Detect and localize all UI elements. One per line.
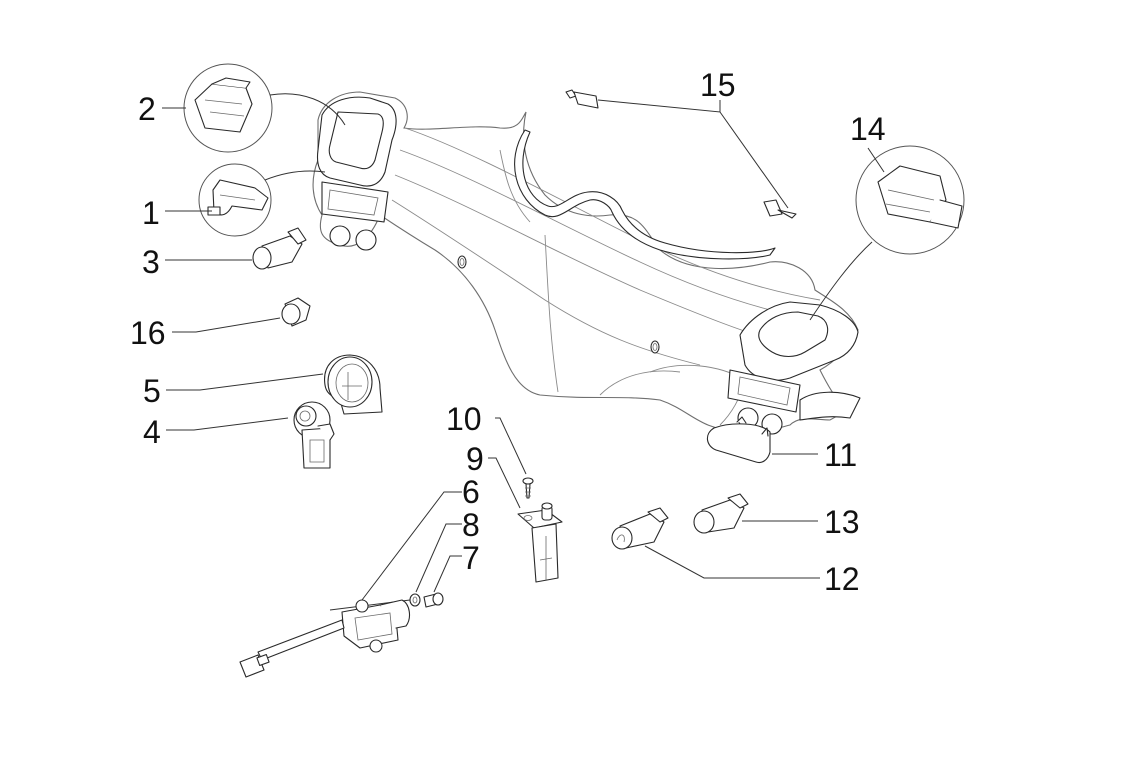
part-11-cover-cap	[706, 416, 771, 464]
callout-6: 6	[361, 474, 480, 601]
callout-9: 9	[466, 441, 521, 509]
callout-7: 7	[433, 540, 480, 593]
part-16-plug-cap	[281, 297, 311, 327]
callout-label-14: 14	[850, 111, 886, 147]
right-switch-housing	[727, 301, 861, 435]
part-15-bulbs	[565, 89, 797, 219]
part-5-lock-housing	[324, 354, 383, 415]
part-3-push-button	[252, 227, 307, 270]
part-14-rocker-switch-detail	[809, 145, 965, 321]
callout-12: 12	[644, 545, 860, 597]
callout-16: 16	[130, 315, 281, 351]
callout-label-10: 10	[446, 401, 482, 437]
part-9-plunger-switch	[517, 502, 563, 583]
part-10-screw	[522, 477, 534, 499]
callout-label-15: 15	[700, 67, 736, 103]
part-8-washer	[409, 593, 421, 607]
callout-label-7: 7	[462, 540, 480, 576]
callout-label-6: 6	[462, 474, 480, 510]
part-6-actuator-assembly	[239, 599, 411, 678]
callout-15: 15	[597, 67, 789, 209]
part-12-push-button	[611, 507, 669, 550]
part-13-push-button	[693, 493, 749, 534]
callout-label-2: 2	[138, 91, 156, 127]
callout-label-12: 12	[824, 561, 860, 597]
callout-13: 13	[742, 504, 860, 540]
callout-label-9: 9	[466, 441, 484, 477]
callout-label-16: 16	[130, 315, 166, 351]
callout-8: 8	[415, 507, 480, 593]
callout-10: 10	[446, 401, 527, 475]
callout-label-5: 5	[143, 373, 161, 409]
part-2-rocker-switch-detail	[183, 63, 346, 153]
callout-label-11: 11	[824, 437, 857, 473]
callout-label-3: 3	[142, 244, 160, 280]
callout-14: 14	[850, 111, 886, 173]
handlebar-cover-body	[312, 91, 859, 435]
callout-3: 3	[142, 244, 252, 280]
callout-label-8: 8	[462, 507, 480, 543]
part-7-screw	[423, 592, 444, 608]
callout-label-1: 1	[142, 195, 160, 231]
callout-label-4: 4	[143, 414, 161, 450]
callout-2: 2	[138, 91, 186, 127]
callout-11: 11	[772, 437, 857, 473]
callout-4: 4	[143, 414, 289, 450]
part-4-lock-barrel	[293, 401, 335, 469]
callout-5: 5	[143, 373, 324, 409]
part-1-small-switch-detail	[198, 163, 326, 237]
left-switch-housing	[316, 96, 397, 251]
callout-label-13: 13	[824, 504, 860, 540]
callout-1: 1	[142, 195, 212, 231]
